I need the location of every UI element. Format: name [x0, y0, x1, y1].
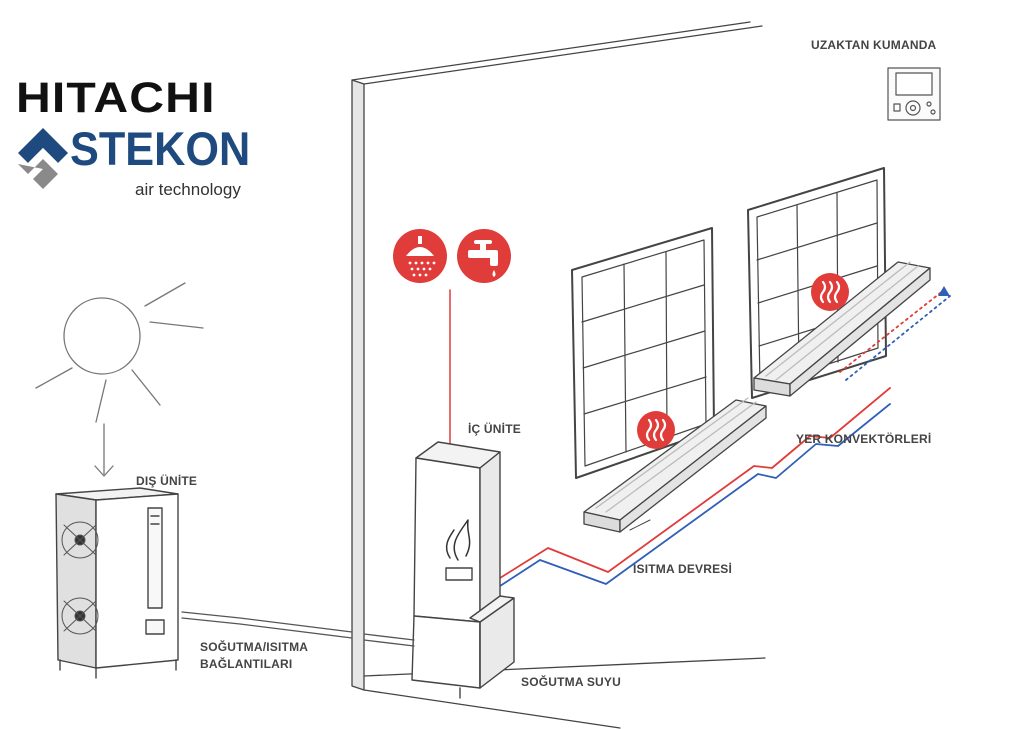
- window-left: [571, 227, 715, 479]
- heat-wave-icon: [637, 411, 675, 449]
- refrigerant-pipes: [181, 611, 415, 647]
- logo-hitachi-text: HITACHI: [16, 74, 216, 122]
- connections-label: SOĞUTMA/ISITMA BAĞLANTILARI: [200, 639, 308, 673]
- cooling-water-label: SOĞUTMA SUYU: [521, 675, 621, 689]
- tap-icon: [457, 229, 511, 283]
- sun-icon: [35, 282, 204, 423]
- stekon-logo-icon: [18, 128, 68, 189]
- flame-icon: [445, 519, 471, 561]
- logo-tagline: air technology: [135, 180, 241, 199]
- indoor-unit-base: [411, 595, 515, 699]
- shower-icon: [393, 229, 447, 283]
- fan-icon: [61, 521, 99, 635]
- heat-wave-icon: [811, 273, 849, 311]
- logo-stekon-text: STEKON: [70, 122, 251, 175]
- outdoor-unit-label: DIŞ ÜNİTE: [136, 474, 198, 488]
- floor-convectors-label: YER KONVEKTÖRLERİ: [796, 432, 932, 446]
- wall: [351, 21, 766, 729]
- remote-control-label: UZAKTAN KUMANDA: [811, 38, 937, 52]
- remote-control-icon: [887, 67, 941, 121]
- floor-convector-left: [583, 397, 767, 533]
- heating-circuit-pipes: [499, 286, 951, 587]
- indoor-unit-label: İÇ ÜNİTE: [468, 422, 521, 436]
- floor-convector-right: [753, 261, 931, 397]
- sun-arrow-icon: [94, 423, 114, 477]
- heating-circuit-label: ISITMA DEVRESİ: [633, 562, 733, 576]
- indoor-unit: [413, 441, 501, 623]
- connections-label-line2: BAĞLANTILARI: [200, 657, 293, 671]
- outdoor-unit: [55, 487, 179, 679]
- connections-label-line1: SOĞUTMA/ISITMA: [200, 640, 309, 654]
